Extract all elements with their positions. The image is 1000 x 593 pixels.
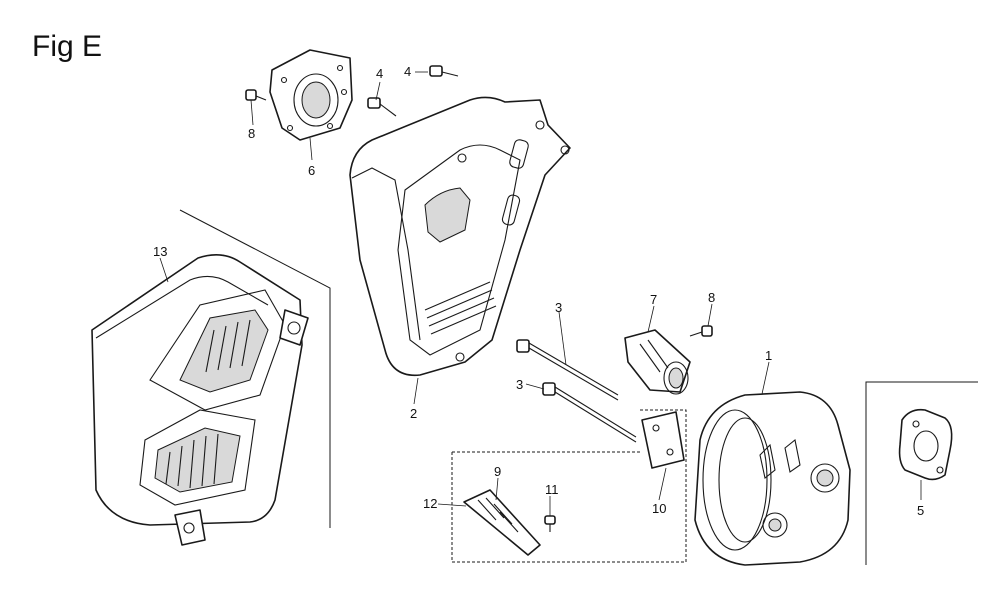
callout-7: 7 [650,292,657,307]
spark-arrester-part [463,489,541,556]
bolt-4-left [367,97,397,117]
muffler-part [694,391,851,566]
callout-8-left: 8 [248,126,255,141]
figure-title: Fig E [32,30,102,63]
callout-11: 11 [545,482,559,497]
section-frame-right [865,381,978,565]
muffler-cover-part [349,96,571,377]
callout-10: 10 [652,501,666,516]
section-frame-left [179,209,331,528]
callout-12: 12 [423,496,437,511]
callout-9: 9 [494,464,501,479]
muffler-gasket-part [898,408,953,481]
callout-3-lower: 3 [516,377,523,392]
bolt-8-right [689,325,713,337]
screw-part [544,515,556,532]
leader-lines [159,71,922,516]
callout-13: 13 [153,244,167,259]
muffler-protector-part [91,254,309,546]
callout-8-right: 8 [708,290,715,305]
callout-3-upper: 3 [555,300,562,315]
callout-4-left: 4 [376,66,383,81]
bolt-8-left [245,89,267,101]
callout-4-upper: 4 [404,64,411,79]
exhaust-gasket-part [269,49,353,141]
exhaust-outlet-part [624,329,691,395]
section-frame-12 [451,409,687,563]
plate-part [641,411,685,469]
callout-5: 5 [917,503,924,518]
callout-2: 2 [410,406,417,421]
bolt-3-upper [516,339,619,401]
bolt-4-upper [429,65,459,77]
bolt-3-lower [542,382,637,443]
callout-1: 1 [765,348,772,363]
callout-6: 6 [308,163,315,178]
